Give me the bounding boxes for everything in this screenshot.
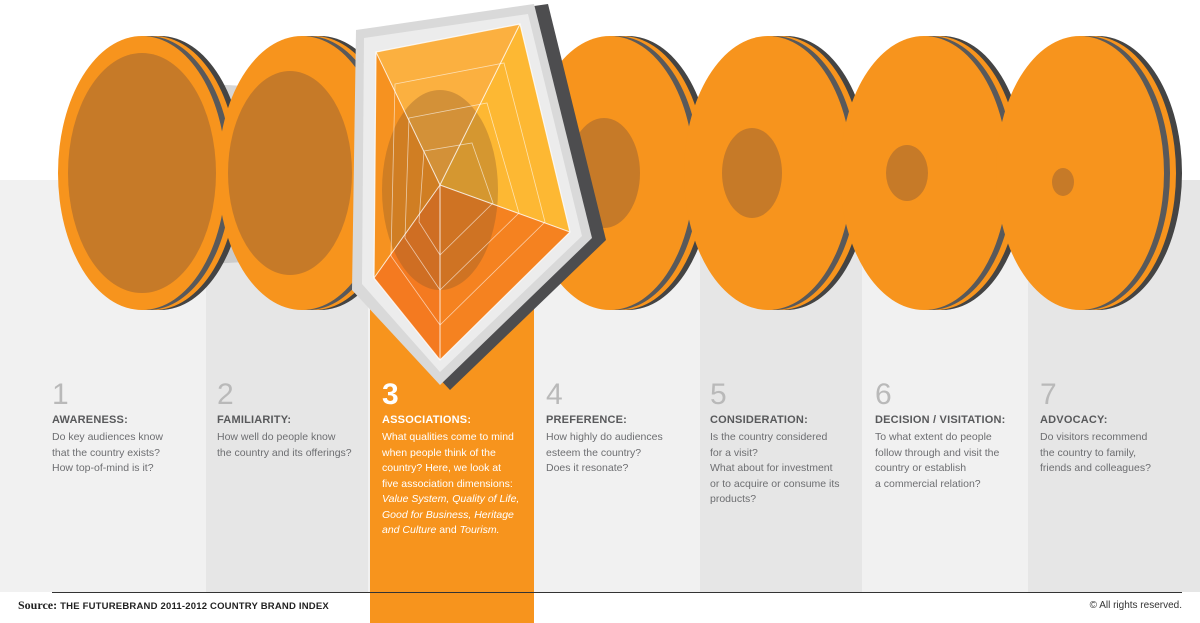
stage-2-line: the country and its offerings? — [217, 446, 352, 459]
stage-3: 3 ASSOCIATIONS: What qualities come to m… — [382, 380, 540, 539]
copyright-notice: © All rights reserved. — [1089, 600, 1182, 611]
associations-pentagon — [352, 4, 606, 390]
stage-7-number: 7 — [1040, 378, 1057, 411]
stage-3-number: 3 — [382, 378, 399, 411]
stage-7-description: Do visitors recommend the country to fam… — [1040, 430, 1198, 477]
stage-7: 7 ADVOCACY: Do visitors recommend the co… — [1040, 380, 1198, 477]
stage-4-line: How highly do audiences — [546, 431, 663, 443]
stage-1-description: Do key audiences know that the country e… — [52, 430, 210, 477]
stage-6-line: a commercial relation? — [875, 477, 981, 490]
footer-divider — [52, 592, 1182, 593]
stage-4-description: How highly do audiences esteem the count… — [546, 430, 704, 477]
stage-2-number: 2 — [217, 378, 234, 411]
stage-7-line: Do visitors recommend — [1040, 431, 1148, 443]
stage-2-title: FAMILIARITY: — [217, 414, 292, 426]
stage-1-title: AWARENESS: — [52, 414, 128, 426]
stage-4-number: 4 — [546, 378, 563, 411]
stage-4: 4 PREFERENCE: How highly do audiences es… — [546, 380, 704, 477]
stage-1: 1 AWARENESS: Do key audiences know that … — [52, 380, 210, 477]
disc-advocacy — [996, 36, 1182, 310]
stage-2-line: How well do people know — [217, 431, 336, 443]
stage-2: 2 FAMILIARITY: How well do people know t… — [217, 380, 375, 461]
disc-awareness — [58, 36, 244, 310]
stage-7-line: friends and colleagues? — [1040, 462, 1151, 474]
stage-4-line: esteem the country? — [546, 446, 642, 459]
stage-5-line: products? — [710, 493, 757, 505]
stage-5-line: for a visit? — [710, 446, 758, 459]
stage-6-line: country or establish — [875, 462, 967, 474]
stage-1-line: How top-of-mind is it? — [52, 462, 154, 474]
stage-6-description: To what extent do people follow through … — [875, 430, 1033, 492]
stage-1-line: that the country exists? — [52, 446, 160, 459]
disc-consideration — [684, 36, 870, 310]
stage-6-number: 6 — [875, 378, 892, 411]
stage-3-italic-line: Good for Business, Heritage — [382, 508, 514, 521]
stage-1-number: 1 — [52, 378, 69, 411]
stage-2-description: How well do people know the country and … — [217, 430, 375, 461]
stage-5-number: 5 — [710, 378, 727, 411]
stage-5-line: What about for investment — [710, 462, 833, 474]
stage-3-description: What qualities come to mind when people … — [382, 430, 540, 539]
source-text: THE FUTUREBRAND 2011-2012 COUNTRY BRAND … — [60, 601, 329, 612]
stage-3-last-line: and Culture and Tourism. — [382, 524, 500, 536]
stage-3-line: when people think of the — [382, 446, 496, 459]
stage-7-line: the country to family, — [1040, 446, 1137, 459]
source-label: Source: — [18, 598, 58, 612]
stage-6-title: DECISION / VISITATION: — [875, 414, 1006, 426]
stage-5-title: CONSIDERATION: — [710, 414, 808, 426]
stage-5-line: Is the country considered — [710, 431, 828, 443]
stage-6-line: follow through and visit the — [875, 446, 1000, 459]
source-citation: Source: THE FUTUREBRAND 2011-2012 COUNTR… — [18, 598, 329, 613]
stage-5-line: or to acquire or consume its — [710, 477, 840, 490]
stage-7-title: ADVOCACY: — [1040, 414, 1108, 426]
stage-4-title: PREFERENCE: — [546, 414, 628, 426]
stage-3-italic-line: Value System, Quality of Life, — [382, 493, 520, 505]
stage-5-description: Is the country considered for a visit? W… — [710, 430, 868, 508]
disc-decision — [840, 36, 1026, 310]
stage-5: 5 CONSIDERATION: Is the country consider… — [710, 380, 868, 508]
stage-3-title: ASSOCIATIONS: — [382, 414, 472, 426]
stage-6-line: To what extent do people — [875, 431, 992, 443]
stage-3-line: What qualities come to mind — [382, 431, 514, 443]
disc-familiarity — [218, 36, 404, 310]
stage-1-line: Do key audiences know — [52, 431, 163, 443]
stage-3-line: country? Here, we look at — [382, 462, 502, 474]
stage-4-line: Does it resonate? — [546, 462, 629, 474]
stage-3-line: five association dimensions: — [382, 477, 513, 490]
stage-6: 6 DECISION / VISITATION: To what extent … — [875, 380, 1033, 492]
